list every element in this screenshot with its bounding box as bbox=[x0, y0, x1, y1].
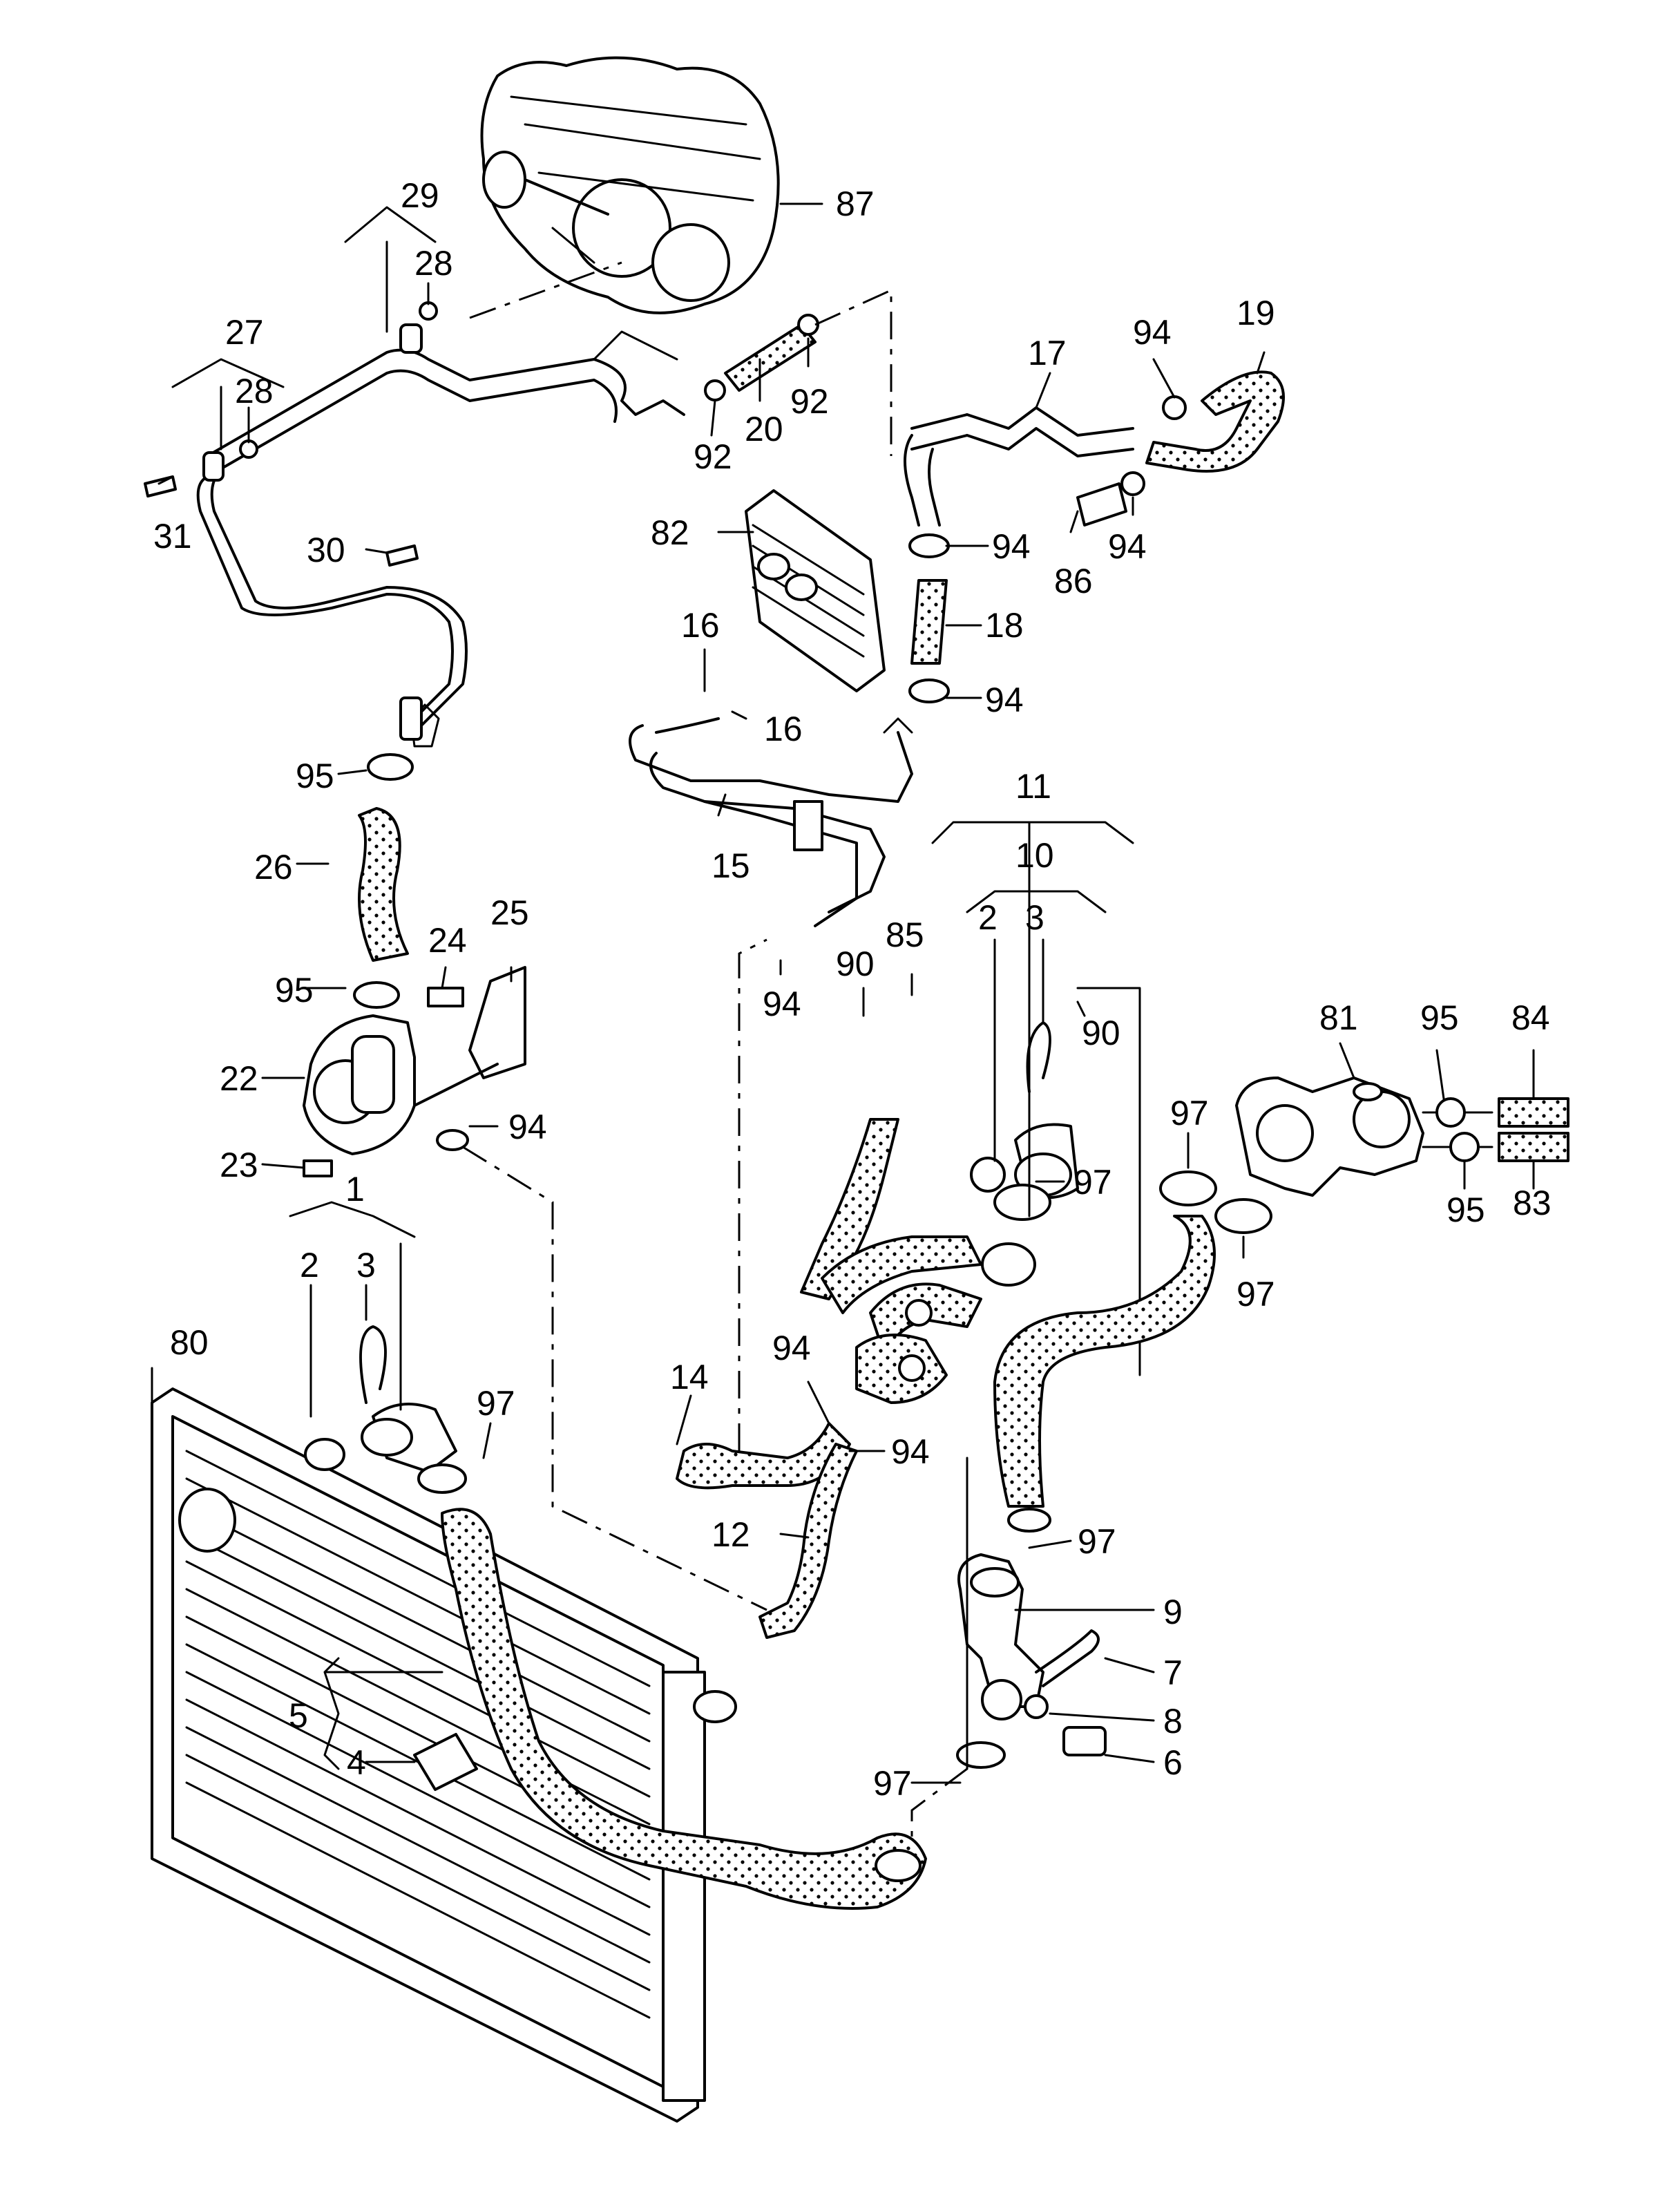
callout-2: 2 bbox=[978, 898, 998, 937]
callout-11: 11 bbox=[1015, 767, 1051, 806]
pipe-17-hose-19 bbox=[904, 370, 1285, 527]
hose-20 bbox=[704, 288, 892, 456]
callout-95: 95 bbox=[1420, 998, 1459, 1037]
callout-10: 10 bbox=[1015, 836, 1054, 875]
callout-14: 14 bbox=[670, 1358, 709, 1396]
callout-26: 26 bbox=[254, 848, 293, 886]
callout-6: 6 bbox=[1163, 1743, 1183, 1782]
callout-7: 7 bbox=[1163, 1653, 1183, 1692]
hose-14 bbox=[676, 938, 851, 1490]
callout-19: 19 bbox=[1237, 294, 1275, 332]
callout-15: 15 bbox=[712, 846, 750, 885]
callout-94: 94 bbox=[763, 985, 801, 1023]
callout-31: 31 bbox=[153, 517, 192, 556]
hose-26 bbox=[353, 696, 423, 1009]
callout-83: 83 bbox=[1513, 1184, 1552, 1222]
lower-coolant-hose bbox=[413, 1508, 927, 1910]
callout-labels: 87 29 28 27 28 31 30 92 20 92 17 94 19 8… bbox=[153, 176, 1552, 1803]
callout-29: 29 bbox=[401, 176, 439, 215]
callout-28: 28 bbox=[414, 244, 453, 283]
callout-87: 87 bbox=[836, 184, 875, 223]
connection-flange-lower bbox=[304, 1325, 467, 1494]
callout-25: 25 bbox=[490, 893, 529, 932]
large-coolant-hose bbox=[993, 1215, 1216, 1533]
callout-9: 9 bbox=[1163, 1593, 1183, 1631]
callout-97: 97 bbox=[1237, 1275, 1275, 1314]
callout-86: 86 bbox=[1054, 562, 1093, 600]
callout-94: 94 bbox=[508, 1108, 547, 1146]
thermostat-housing bbox=[1159, 1077, 1424, 1234]
callout-94: 94 bbox=[992, 527, 1031, 566]
callout-2: 2 bbox=[300, 1246, 319, 1284]
callout-97: 97 bbox=[1170, 1094, 1209, 1132]
callout-27: 27 bbox=[225, 313, 264, 352]
turbocharger bbox=[480, 56, 780, 314]
callout-95: 95 bbox=[1447, 1191, 1485, 1229]
callout-3: 3 bbox=[356, 1246, 376, 1284]
auxiliary-coolant-pump bbox=[303, 966, 767, 1611]
callout-92: 92 bbox=[694, 437, 732, 476]
callout-95: 95 bbox=[296, 757, 334, 795]
hoses-83-84 bbox=[1422, 1097, 1569, 1162]
hose-assembly-10-11 bbox=[800, 1118, 982, 1404]
callout-16: 16 bbox=[764, 710, 803, 748]
callout-94: 94 bbox=[891, 1432, 930, 1471]
callout-94: 94 bbox=[772, 1329, 811, 1367]
callout-22: 22 bbox=[220, 1059, 258, 1098]
callout-97: 97 bbox=[1073, 1163, 1112, 1202]
connecting-piece-9 bbox=[910, 1457, 1107, 1859]
pipe-15 bbox=[629, 717, 913, 927]
hose-12 bbox=[758, 1443, 858, 1639]
callout-97: 97 bbox=[1078, 1522, 1116, 1561]
callout-90: 90 bbox=[836, 945, 875, 983]
callout-3: 3 bbox=[1025, 898, 1044, 937]
callout-16: 16 bbox=[681, 606, 720, 645]
oil-cooler bbox=[745, 489, 886, 692]
callout-97: 97 bbox=[477, 1384, 515, 1423]
callout-20: 20 bbox=[745, 410, 783, 448]
hose-18 bbox=[908, 533, 950, 703]
callout-4: 4 bbox=[347, 1743, 366, 1782]
callout-28: 28 bbox=[235, 372, 274, 410]
callout-8: 8 bbox=[1163, 1702, 1183, 1741]
callout-94: 94 bbox=[985, 681, 1024, 719]
callout-84: 84 bbox=[1511, 998, 1550, 1037]
callout-81: 81 bbox=[1319, 998, 1358, 1037]
callout-94: 94 bbox=[1108, 527, 1147, 566]
callout-18: 18 bbox=[985, 606, 1024, 645]
callout-80: 80 bbox=[170, 1323, 209, 1362]
callout-1: 1 bbox=[345, 1170, 365, 1208]
callout-92: 92 bbox=[790, 382, 829, 421]
callout-12: 12 bbox=[712, 1515, 750, 1554]
callout-5: 5 bbox=[289, 1696, 308, 1735]
callout-90: 90 bbox=[1082, 1014, 1120, 1052]
callout-95: 95 bbox=[275, 971, 314, 1009]
callout-30: 30 bbox=[307, 531, 345, 569]
callout-85: 85 bbox=[886, 916, 924, 954]
callout-17: 17 bbox=[1028, 334, 1067, 372]
callout-24: 24 bbox=[428, 921, 467, 960]
callout-23: 23 bbox=[220, 1146, 258, 1184]
callout-94: 94 bbox=[1133, 313, 1172, 352]
leader-lines bbox=[151, 202, 1535, 1784]
callout-97: 97 bbox=[873, 1764, 912, 1803]
callout-82: 82 bbox=[651, 513, 689, 552]
